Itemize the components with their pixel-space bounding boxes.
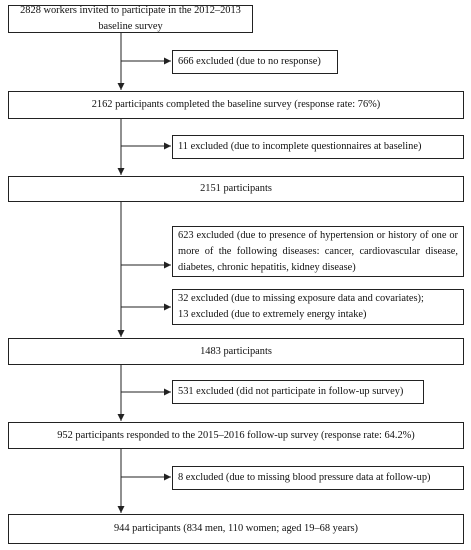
- box-invited-text: 2828 workers invited to participate in t…: [20, 5, 241, 32]
- box-final-sample-text: 944 participants (834 men, 110 women; ag…: [113, 523, 359, 534]
- box-baseline-completed: 2162 participants completed the baseline…: [8, 91, 464, 119]
- box-follow-up: 952 participants responded to the 2015–2…: [8, 422, 464, 449]
- box-excluded-incomplete: 11 excluded (due to incomplete questionn…: [172, 135, 464, 159]
- excluded-no-response-text: 666 excluded (due to no response): [178, 56, 321, 67]
- excluded-incomplete-text: 11 excluded (due to incomplete questionn…: [178, 141, 422, 152]
- box-excluded-hypertension: 623 excluded (due to presence of hyperte…: [172, 226, 464, 277]
- box-baseline-completed-text: 2162 participants completed the baseline…: [91, 99, 381, 110]
- box-follow-up-text: 952 participants responded to the 2015–2…: [57, 429, 415, 441]
- box-excluded-no-follow-up: 531 excluded (did not participate in fol…: [172, 380, 424, 404]
- excluded-missing-bp-text: 8 excluded (due to missing blood pressur…: [178, 472, 431, 483]
- box-excluded-missing-data: 32 excluded (due to missing exposure dat…: [172, 289, 464, 325]
- excluded-hypertension-text: 623 excluded (due to presence of hyperte…: [178, 229, 458, 273]
- excluded-energy-intake-text: 13 excluded (due to extremely energy int…: [178, 309, 367, 320]
- box-invited: 2828 workers invited to participate in t…: [8, 5, 253, 33]
- box-excluded-missing-bp: 8 excluded (due to missing blood pressur…: [172, 466, 464, 490]
- box-1483-participants: 1483 participants: [8, 338, 464, 365]
- excluded-no-follow-up-text: 531 excluded (did not participate in fol…: [178, 386, 404, 397]
- box-2151-participants: 2151 participants: [8, 176, 464, 202]
- box-final-sample: 944 participants (834 men, 110 women; ag…: [8, 514, 464, 544]
- box-excluded-no-response: 666 excluded (due to no response): [172, 50, 338, 74]
- box-1483-participants-text: 1483 participants: [200, 345, 272, 357]
- box-2151-participants-text: 2151 participants: [200, 183, 272, 194]
- excluded-missing-exposure-text: 32 excluded (due to missing exposure dat…: [178, 293, 424, 304]
